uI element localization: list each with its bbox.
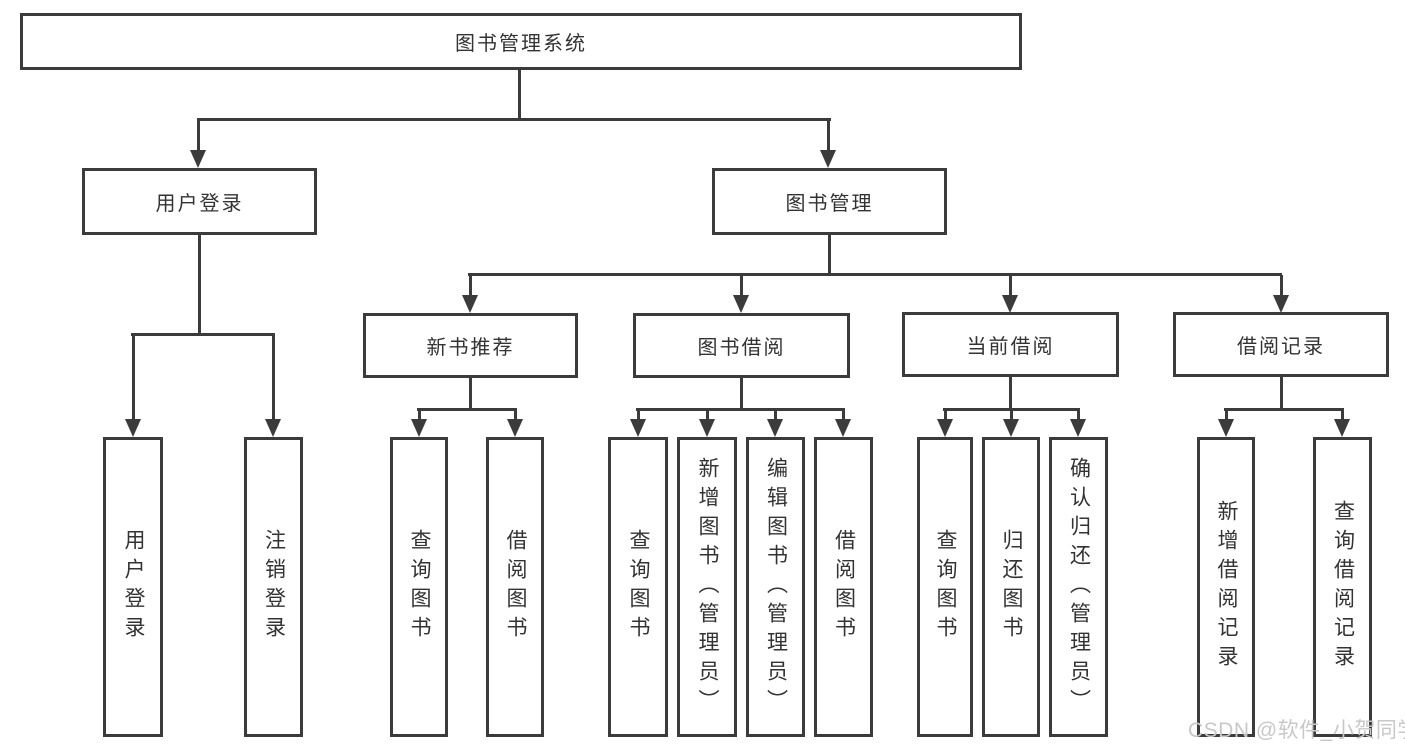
node-new-book-recommend: 新书推荐 [363,313,578,378]
node-current-borrow: 当前借阅 [902,312,1119,377]
leaf-add-book-admin-label: 新增图书（管理员） [696,456,719,718]
connector-line [706,410,709,421]
connector-line [418,410,421,421]
connector-line [1077,410,1080,421]
connector-line [1341,410,1344,421]
arrow-down-icon [937,419,953,437]
arrow-down-icon [1218,419,1234,437]
connector-line [740,275,743,296]
arrow-down-icon [1002,295,1018,313]
connector-line [1224,408,1344,411]
connector-line [131,333,275,336]
connector-line [272,335,275,421]
connector-line [636,408,845,411]
arrow-down-icon [1334,419,1350,437]
arrow-down-icon [190,150,206,168]
arrow-down-icon [1003,419,1019,437]
leaf-user-login: 用户登录 [103,437,163,737]
arrow-down-icon [125,419,141,437]
leaf-return-book-label: 归还图书 [1000,529,1023,645]
arrow-down-icon [630,419,646,437]
connector-line [740,378,743,410]
connector-line [1225,410,1228,421]
node-user-login: 用户登录 [82,168,317,235]
leaf-recommend-query-book-label: 查询图书 [408,529,431,645]
connector-line [1280,275,1283,296]
leaf-recommend-borrow-book: 借阅图书 [486,437,544,737]
connector-line [637,410,640,421]
leaf-recommend-query-book: 查询图书 [390,437,448,737]
arrow-down-icon [699,419,715,437]
leaf-add-book-admin: 新增图书（管理员） [677,437,737,737]
connector-line [468,273,1282,276]
connector-line [197,118,831,121]
leaf-logout: 注销登录 [244,437,303,737]
connector-line [827,120,830,151]
leaf-query-borrow-record-label: 查询借阅记录 [1331,500,1355,674]
connector-line [197,120,200,151]
arrow-down-icon [835,419,851,437]
leaf-edit-book-admin-label: 编辑图书（管理员） [764,456,788,718]
connector-line [944,410,947,421]
connector-line [943,408,1080,411]
leaf-borrow-book: 借阅图书 [814,437,873,737]
node-borrow-records: 借阅记录 [1173,312,1389,377]
leaf-current-query-book-label: 查询图书 [934,529,957,645]
leaf-return-book: 归还图书 [982,437,1040,737]
leaf-add-borrow-record-label: 新增借阅记录 [1215,500,1238,674]
leaf-edit-book-admin: 编辑图书（管理员） [746,437,805,737]
connector-line [132,335,135,421]
connector-line [1009,377,1012,410]
leaf-user-login-label: 用户登录 [122,529,145,645]
leaf-query-borrow-record: 查询借阅记录 [1313,437,1372,737]
connector-line [198,235,201,335]
arrow-down-icon [265,419,281,437]
connector-line [469,275,472,296]
connector-line [1280,377,1283,410]
leaf-borrow-book-label: 借阅图书 [832,529,856,645]
connector-line [1009,275,1012,296]
leaf-confirm-return-admin: 确认归还（管理员） [1049,437,1108,737]
node-root-library-system: 图书管理系统 [20,13,1022,70]
node-book-management: 图书管理 [712,168,947,235]
node-book-borrow: 图书借阅 [633,313,850,378]
leaf-add-borrow-record: 新增借阅记录 [1197,437,1255,737]
leaf-recommend-borrow-book-label: 借阅图书 [504,529,527,645]
arrow-down-icon [733,295,749,313]
connector-line [518,70,521,120]
connector-line [417,408,517,411]
arrow-down-icon [1273,295,1289,313]
leaf-logout-label: 注销登录 [262,529,286,645]
arrow-down-icon [507,419,523,437]
arrow-down-icon [411,419,427,437]
leaf-current-query-book: 查询图书 [917,437,973,737]
csdn-watermark: CSDN @软件_小贺同学 [1188,719,1405,742]
leaf-borrow-query-book: 查询图书 [608,437,668,737]
leaf-borrow-query-book-label: 查询图书 [627,529,650,645]
connector-line [828,235,831,275]
arrow-down-icon [1070,419,1086,437]
connector-line [1010,410,1013,421]
connector-line [842,410,845,421]
connector-line [774,410,777,421]
leaf-confirm-return-admin-label: 确认归还（管理员） [1067,456,1091,718]
arrow-down-icon [820,150,836,168]
connector-line [514,410,517,421]
arrow-down-icon [767,419,783,437]
arrow-down-icon [462,295,478,313]
connector-line [469,378,472,410]
